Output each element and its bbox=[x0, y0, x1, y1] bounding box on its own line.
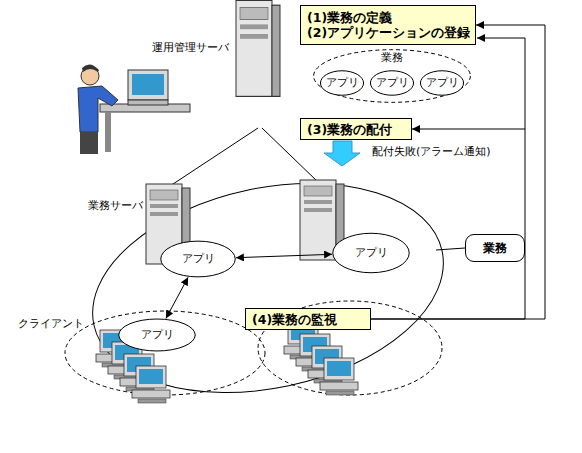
node-text: 業務 bbox=[483, 241, 507, 255]
callout-box: 業務 bbox=[465, 234, 525, 262]
edge-label: 配付失敗(アラーム通知) bbox=[372, 144, 491, 159]
connector-arrow bbox=[371, 129, 525, 319]
step-box: (1)業務の定義(2)アプリケーションの登録 bbox=[300, 5, 476, 45]
operator-figure bbox=[78, 64, 190, 154]
ellipse-shape bbox=[119, 319, 195, 351]
business-group: 業務アプリ アプリ アプリ bbox=[312, 48, 472, 104]
connector-arrow bbox=[236, 254, 332, 257]
step-box: (3)業務の配付 bbox=[300, 118, 412, 140]
part-label: クライアント bbox=[18, 316, 84, 331]
app-ellipse: アプリ bbox=[420, 70, 464, 96]
node-text: アプリ bbox=[376, 76, 409, 89]
node-text: 業務 bbox=[381, 51, 403, 64]
node-text: アプリ bbox=[326, 76, 359, 89]
node-text: (1)業務の定義 bbox=[301, 10, 392, 25]
ellipse-shape bbox=[161, 241, 235, 277]
app-ellipse: アプリ bbox=[320, 70, 364, 96]
part-label: 運用管理サーバ bbox=[152, 40, 229, 55]
client-pc bbox=[132, 366, 170, 403]
connector-arrow bbox=[166, 277, 188, 318]
ellipse-shape bbox=[333, 233, 409, 272]
leader-line bbox=[436, 248, 465, 250]
feedback-line bbox=[477, 38, 525, 129]
node-text: アプリ bbox=[141, 328, 174, 341]
app-ellipse: アプリ bbox=[118, 318, 196, 352]
app-ellipse: アプリ bbox=[370, 70, 414, 96]
node-text: アプリ bbox=[426, 76, 459, 89]
business-loop bbox=[73, 153, 463, 423]
ellipse-shape bbox=[314, 50, 471, 103]
connector-arrow bbox=[371, 25, 545, 319]
ellipse-shape bbox=[370, 71, 413, 95]
node-text: (4)業務の監視 bbox=[246, 312, 337, 327]
client-pc bbox=[320, 358, 358, 395]
part-label: 業務サーバ bbox=[88, 198, 143, 213]
app-ellipse: アプリ bbox=[160, 240, 236, 278]
distribution-arrow bbox=[324, 141, 360, 166]
network-line bbox=[170, 128, 258, 186]
app-ellipse: アプリ bbox=[332, 232, 410, 274]
ellipse-shape bbox=[420, 71, 463, 95]
node-text: アプリ bbox=[182, 252, 215, 265]
node-text: (2)アプリケーションの登録 bbox=[301, 25, 470, 40]
ellipse-shape bbox=[320, 71, 363, 95]
node-text: (3)業務の配付 bbox=[301, 122, 392, 137]
step-box: (4)業務の監視 bbox=[245, 308, 371, 330]
server-symbol bbox=[236, 0, 280, 96]
node-text: アプリ bbox=[355, 246, 388, 259]
